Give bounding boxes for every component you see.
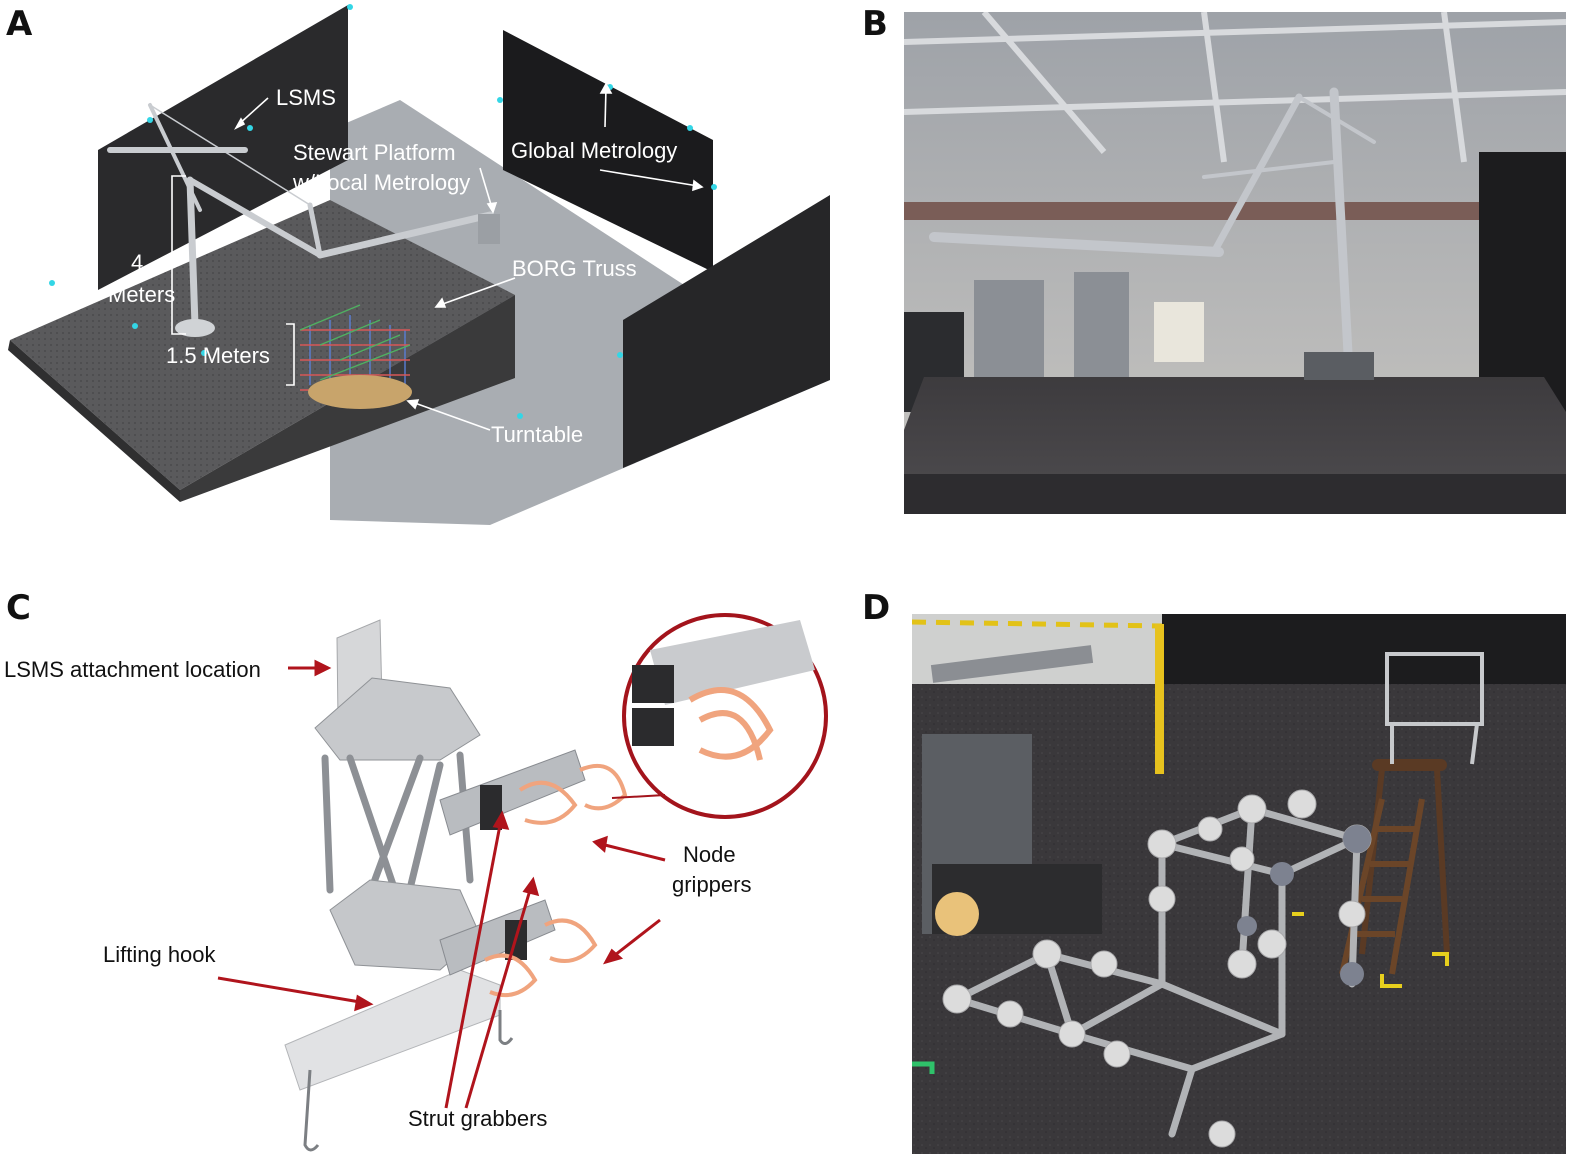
panel-letter-b: B xyxy=(862,4,888,44)
inset-connector-line xyxy=(611,794,666,799)
label-stewart-platform-line1: Stewart Platform xyxy=(293,140,456,165)
stage-top xyxy=(904,377,1566,492)
lsms-robot xyxy=(107,103,494,329)
ladder xyxy=(1339,798,1425,975)
label-strut-grabbers: Strut grabbers xyxy=(408,1106,548,1131)
inset-motor-1 xyxy=(632,665,674,703)
panel-letter-c: C xyxy=(6,588,31,628)
panel-letter-d: D xyxy=(862,588,891,628)
panel-c-render xyxy=(217,613,828,1152)
label-borg-truss: BORG Truss xyxy=(512,256,637,281)
label-turntable: Turntable xyxy=(491,422,584,447)
lsms-crane xyxy=(929,87,1376,377)
metrology-markers xyxy=(49,4,717,419)
panel-b-photo xyxy=(904,12,1566,514)
crane-base-rig xyxy=(1304,352,1374,380)
lifting-hook-2 xyxy=(498,1010,514,1045)
green-tape-mark xyxy=(912,1061,935,1074)
panel-letter-a: A xyxy=(6,4,33,44)
inset-motor-2 xyxy=(632,708,674,746)
turntable-disk xyxy=(308,375,412,409)
back-wall-right xyxy=(503,30,713,272)
panel-a-annotation-arrows xyxy=(162,82,704,431)
panel-a-render xyxy=(8,4,830,525)
label-stewart-platform-line2: w/Local Metrology xyxy=(293,170,471,195)
label-one-five-meters: 1.5 Meters xyxy=(166,343,270,368)
curtain xyxy=(1479,152,1566,412)
right-wall xyxy=(623,195,830,468)
label-lifting-hook: Lifting hook xyxy=(103,942,216,967)
caution-tape xyxy=(912,619,1163,629)
lower-gripper-rail xyxy=(439,899,556,976)
panel-c-annotation-arrows xyxy=(217,659,666,1109)
top-plate xyxy=(314,677,481,761)
robot-arm xyxy=(930,645,1094,683)
floor-tape-marks xyxy=(1292,912,1449,988)
inset-claws xyxy=(688,687,774,761)
lab-shelves xyxy=(904,272,1204,412)
platform-side-front xyxy=(8,340,180,502)
stage-edge xyxy=(904,474,1566,514)
upper-gripper-rail xyxy=(439,749,586,836)
node-gripper-claws xyxy=(484,764,628,997)
ceiling-beams xyxy=(904,12,1566,163)
label-node-grippers-line1: Node xyxy=(683,842,736,867)
yellow-post xyxy=(1155,624,1164,774)
label-global-metrology: Global Metrology xyxy=(511,138,678,163)
truss-robot-top xyxy=(1385,652,1484,726)
truss-node-hubs xyxy=(1237,825,1371,986)
label-meters: Meters xyxy=(108,282,176,307)
label-lsms: LSMS xyxy=(276,85,336,110)
label-lsms-attachment-location: LSMS attachment location xyxy=(4,657,261,682)
inset-rail xyxy=(650,620,815,705)
mobile-robot-wheel xyxy=(935,892,979,936)
lifting-hook xyxy=(303,1069,320,1152)
platform-top xyxy=(10,200,515,490)
panel-d-photo xyxy=(912,614,1566,1154)
stewart-platform xyxy=(478,214,500,244)
truss-robot-legs xyxy=(1390,723,1479,765)
upper-motor xyxy=(480,785,502,830)
label-four: 4 xyxy=(131,250,144,275)
lsms-base xyxy=(175,319,215,337)
lifting-hook-arm xyxy=(284,969,501,1091)
label-node-grippers-line2: grippers xyxy=(672,872,752,897)
